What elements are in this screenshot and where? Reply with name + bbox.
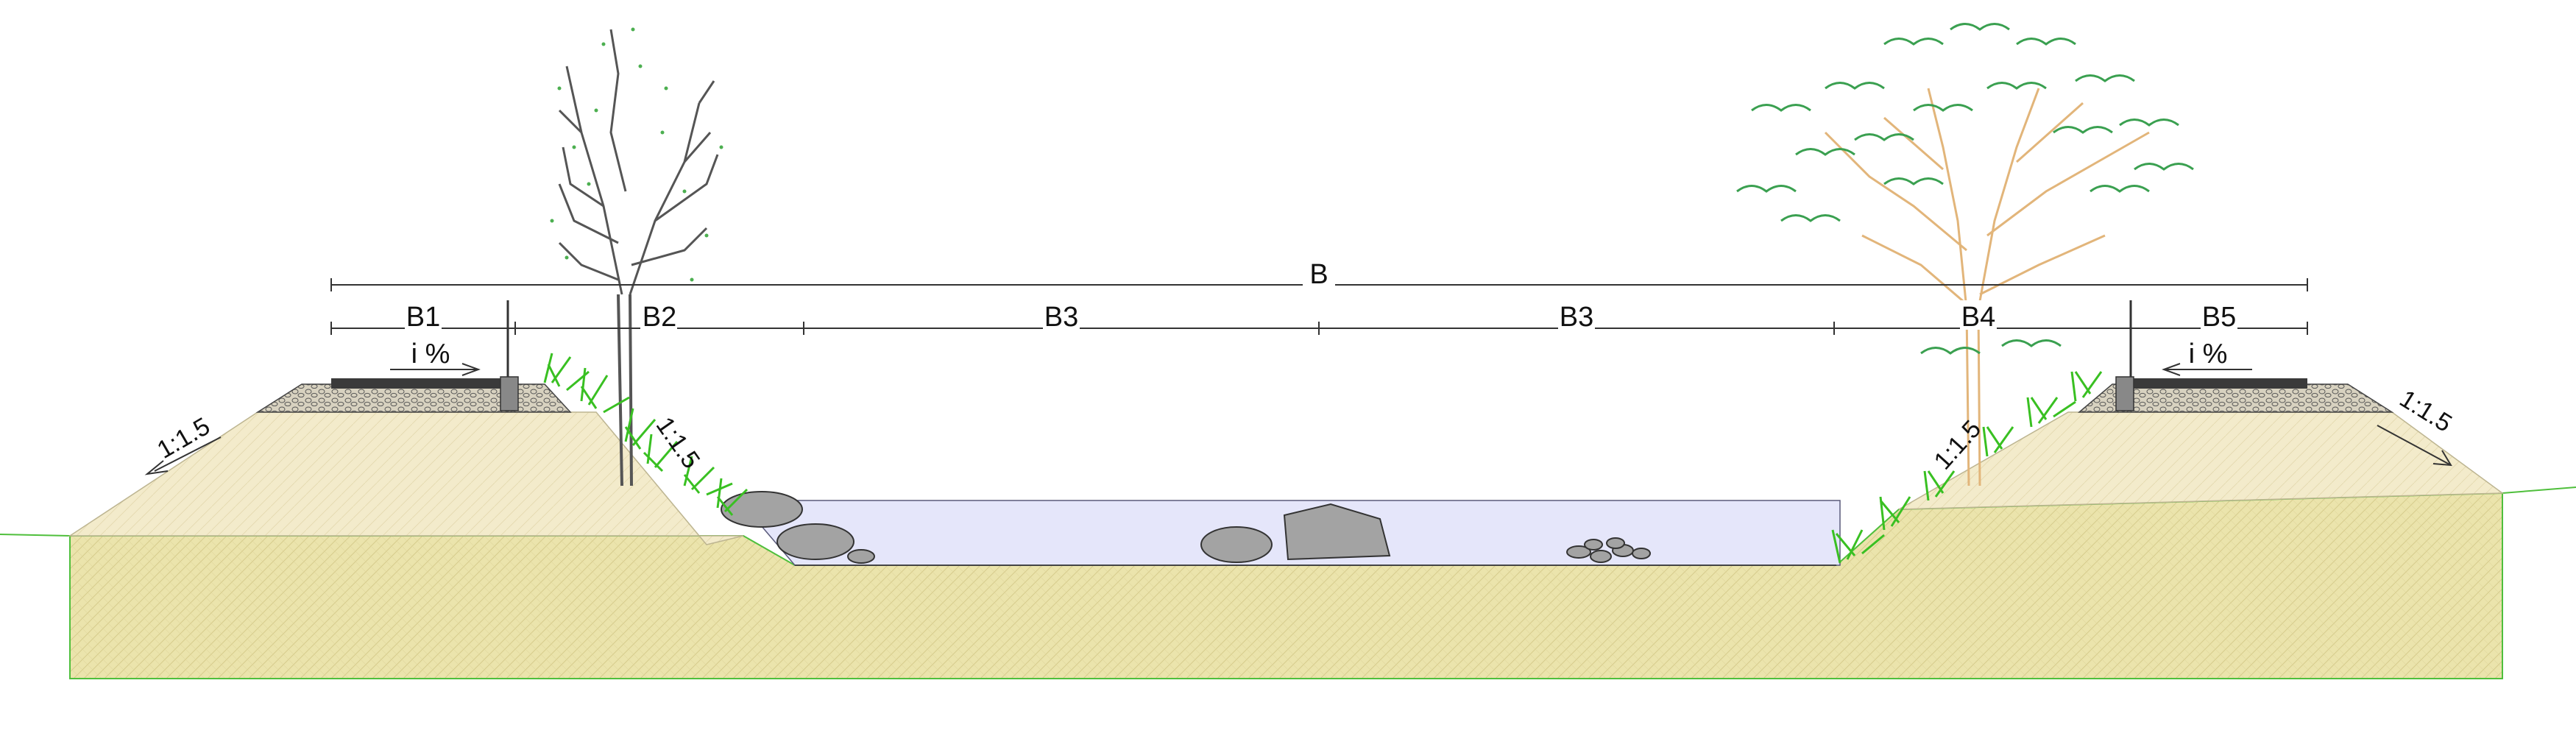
stone xyxy=(1606,537,1625,549)
stone xyxy=(721,491,803,528)
stone xyxy=(1632,548,1651,559)
total-width-label: B xyxy=(1309,259,1328,290)
segment-label-b1: B1 xyxy=(406,302,440,333)
grass-right xyxy=(1831,371,2103,564)
segment-label-b3-left: B3 xyxy=(1044,302,1078,333)
right-tree-icon xyxy=(1736,23,2194,486)
right-embankment xyxy=(1898,411,2505,510)
ground-line-left xyxy=(0,534,71,537)
stone xyxy=(1283,503,1391,561)
segment-label-b4: B4 xyxy=(1961,302,1995,333)
grass-left xyxy=(543,353,749,516)
ground-line-right xyxy=(2502,486,2576,494)
left-gravel-layer xyxy=(255,383,572,413)
embankments xyxy=(68,411,2505,545)
right-pavement xyxy=(2123,378,2307,389)
arrow-right-icon xyxy=(390,363,481,376)
stones xyxy=(721,491,1651,564)
right-gravel-layer xyxy=(2077,383,2394,413)
left-embankment xyxy=(68,411,744,545)
cross-fall-left-label: i % xyxy=(411,339,450,369)
left-tree-foliage-dots xyxy=(550,27,723,282)
stone xyxy=(1566,545,1591,559)
right-tree-trunk xyxy=(1824,88,2150,486)
arrow-left-icon xyxy=(2162,363,2252,376)
left-pavement xyxy=(331,378,508,389)
right-tree-canopy xyxy=(1736,23,2194,355)
dimension-labels: B B1 B2 B3 B3 B4 B5 xyxy=(405,258,2237,333)
right-curb xyxy=(2115,376,2134,411)
stone xyxy=(1590,550,1612,563)
segment-label-b3-right: B3 xyxy=(1560,302,1593,333)
segment-label-b2: B2 xyxy=(643,302,676,333)
left-tree-icon xyxy=(550,27,723,486)
cross-fall-annotations: i % i % xyxy=(390,339,2252,376)
segment-label-b5: B5 xyxy=(2202,302,2236,333)
stone xyxy=(847,549,875,564)
left-curb xyxy=(500,376,519,411)
stone xyxy=(1584,539,1603,551)
gravel-layers xyxy=(255,300,2394,413)
stone xyxy=(1200,526,1273,563)
stone xyxy=(776,523,854,560)
cross-fall-right-label: i % xyxy=(2189,339,2228,369)
